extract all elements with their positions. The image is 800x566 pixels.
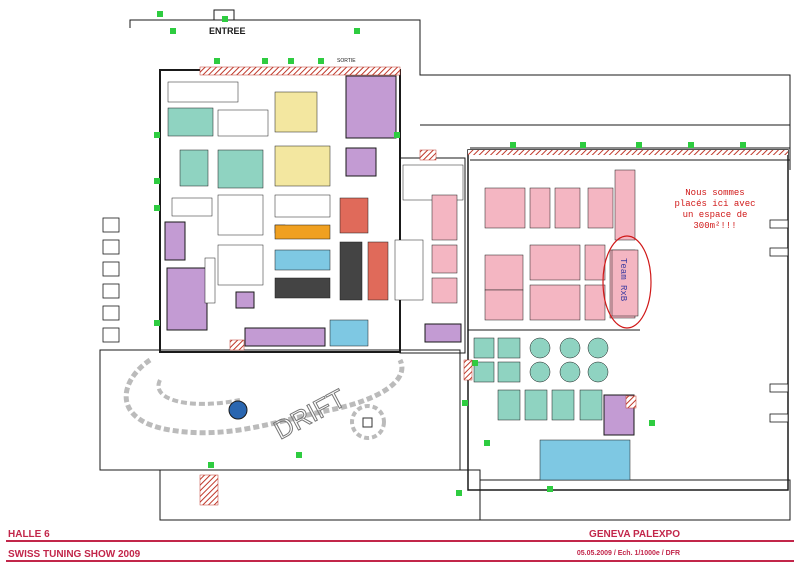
venue-label: GENEVA PALEXPO <box>589 529 680 540</box>
stand-blue-2 <box>329 319 369 347</box>
stand-red-2 <box>367 241 389 301</box>
footer-line-top <box>6 540 794 542</box>
service-hatch <box>199 149 637 506</box>
team-stand <box>611 249 639 317</box>
stand-purple-small <box>235 291 255 309</box>
stand-group-teal <box>167 107 264 189</box>
drift-label: DRIFT <box>269 383 351 445</box>
right-hall-hatch-wall <box>468 150 788 155</box>
stand-group-round <box>473 337 609 421</box>
stand-orange <box>274 224 331 240</box>
team-label: Team RxB <box>618 258 628 302</box>
drift-ring <box>350 404 386 440</box>
stand-purple-bottom <box>244 327 326 347</box>
drift-center-marker <box>362 417 373 428</box>
stand-blue-1 <box>274 249 331 271</box>
stand-dark-2 <box>339 241 363 301</box>
stand-purple-mid2 <box>424 323 462 343</box>
stand-blue-3 <box>539 439 631 481</box>
stand-red-1 <box>339 197 369 234</box>
scale-line: 05.05.2009 / Ech. 1/1000e / DFR <box>576 550 680 557</box>
exit-label: SORTIE <box>337 58 356 64</box>
parking-stalls <box>102 217 120 343</box>
stand-purple-mid <box>345 147 377 177</box>
green-markers <box>154 11 746 496</box>
stand-group-yellow <box>274 91 331 187</box>
drift-track-outer <box>123 357 405 436</box>
stand-purple-top <box>345 75 397 139</box>
top-wall-hatch <box>199 66 401 76</box>
entrance-label: ENTREE <box>209 26 246 36</box>
annotation-note: Nous sommes placés ici avec un espace de… <box>674 188 756 231</box>
hall-label: HALLE 6 <box>8 529 50 540</box>
stand-dark-1 <box>274 277 331 299</box>
drift-area <box>99 349 461 471</box>
team-highlight-circle <box>602 235 652 329</box>
drift-track-inner <box>156 379 241 406</box>
stand-purple-left2 <box>166 267 208 331</box>
footer-line-bottom <box>6 560 794 562</box>
right-edge-markers <box>769 219 789 423</box>
lower-right-building <box>479 479 791 521</box>
site-outline <box>129 19 791 170</box>
drift-podium <box>228 400 248 420</box>
show-title: SWISS TUNING SHOW 2009 <box>8 549 141 560</box>
stand-purple-left <box>164 221 186 261</box>
